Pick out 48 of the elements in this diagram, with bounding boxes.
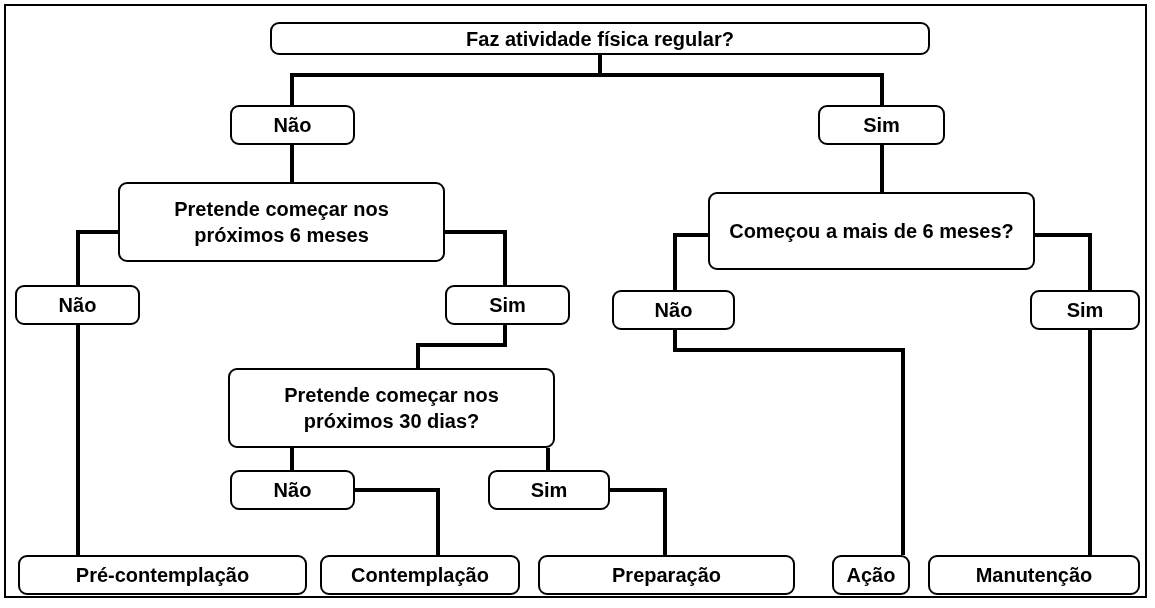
node-label: Sim [863,113,900,138]
stage-box [320,555,520,595]
connector-line [76,325,80,555]
node-label: Sim [489,293,526,318]
node-label: Pretende começar nos próximos 30 dias? [283,383,500,434]
node-label: Começou a mais de 6 meses? [729,219,1014,244]
connector-line [290,448,294,470]
question-box [270,22,930,55]
node-label: Faz atividade física regular? [466,26,734,52]
answer-option-box [230,470,355,510]
connector-line [546,448,550,470]
connector-line [673,233,708,290]
connector-line [355,488,440,555]
connector-line [880,145,884,192]
answer-option-box [445,285,570,325]
node-label: Sim [530,478,568,503]
node-label: Não [58,293,97,318]
connector-line [416,325,507,368]
answer-option-box [15,285,140,325]
connector-line [76,230,118,285]
answer-option-box [612,290,735,330]
answer-option-box [230,105,355,145]
connector-line [673,330,905,555]
question-box [708,192,1035,270]
connector-line [610,488,667,555]
stage-box [928,555,1140,595]
stage-box [538,555,795,595]
answer-option-box [818,105,945,145]
node-label: Não [654,298,693,323]
stage-box [18,555,307,595]
node-label: Não [273,113,312,138]
connector-line [290,145,294,182]
question-box [228,368,555,448]
connector-line [1088,330,1092,555]
node-label: Pré-contemplação [75,563,250,588]
node-label: Sim [1066,298,1104,323]
question-box [118,182,445,262]
connector-line [445,230,507,285]
node-label: Não [273,478,312,503]
node-label: Ação [846,563,896,588]
answer-option-box [1030,290,1140,330]
connector-line [1035,233,1092,290]
node-label: Manutenção [975,563,1093,588]
node-label: Pretende começar nos próximos 6 meses [173,197,390,248]
stage-box [832,555,910,595]
answer-option-box [488,470,610,510]
node-label: Contemplação [351,563,489,588]
node-label: Preparação [612,563,721,588]
